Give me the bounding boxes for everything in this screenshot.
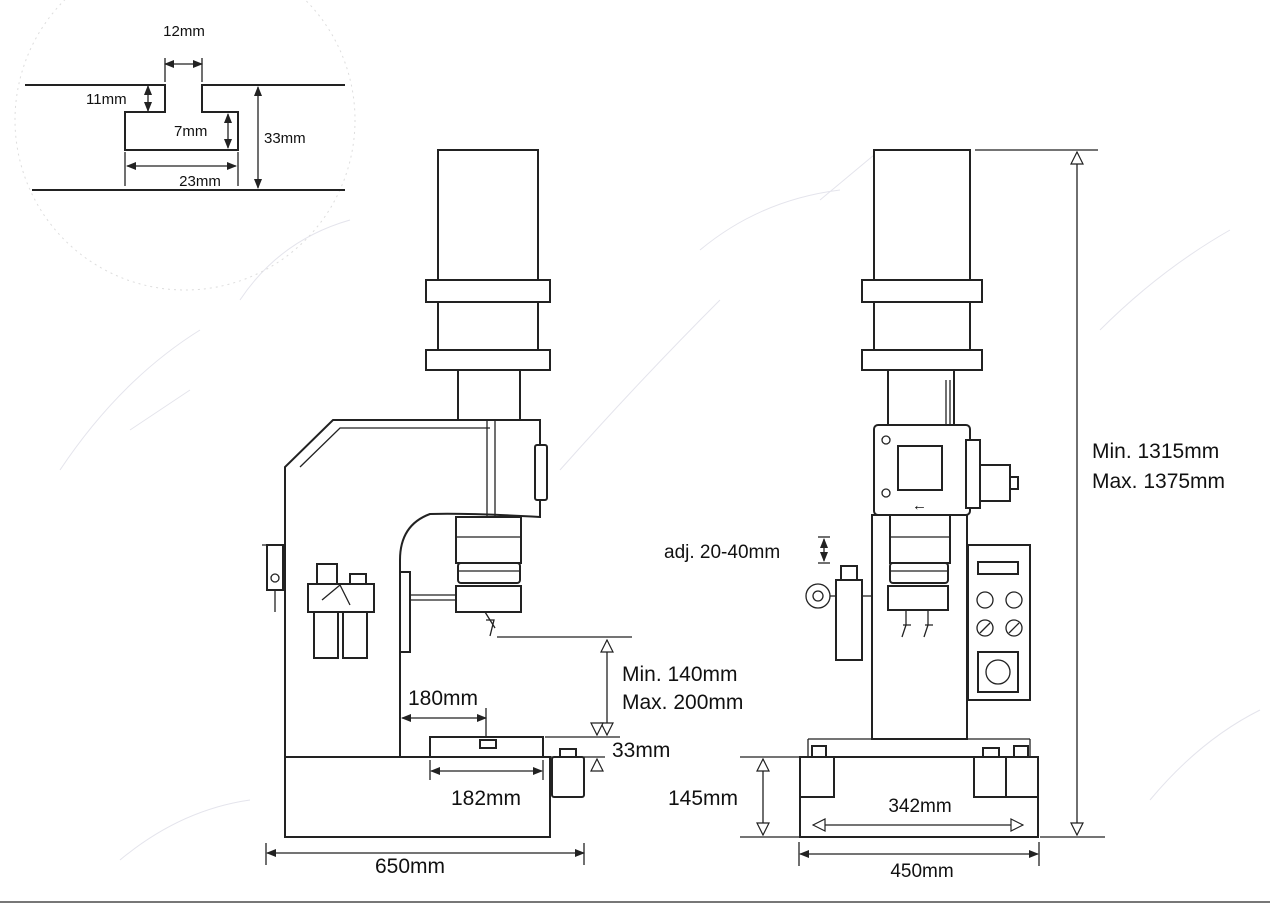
t-slot-detail: 12mm 11mm 7mm 33mm 23mm <box>14 0 356 291</box>
base-height-label: 145mm <box>668 787 738 810</box>
overall-height-max-label: Max. 1375mm <box>1092 470 1225 493</box>
slot-width-bottom-label: 23mm <box>179 173 221 190</box>
throat-depth-label: 180mm <box>408 687 478 710</box>
side-view <box>262 149 585 838</box>
stroke-gap-min-label: Min. 140mm <box>622 663 738 686</box>
stroke-gap-max-label: Max. 200mm <box>622 691 743 714</box>
direction-arrow: ← <box>912 497 927 514</box>
table-height-label: 33mm <box>612 739 670 762</box>
side-overall-width-label: 650mm <box>375 855 445 878</box>
side-view-dimensions: 650mm 180mm 182mm Min. 140mm Max. 200mm … <box>265 636 743 878</box>
slot-depth-top-label: 11mm <box>86 91 127 108</box>
front-view-dimensions: adj. 20-40mm 145mm 342mm 450mm Min. 1315… <box>664 149 1225 882</box>
base-inner-width-label: 342mm <box>888 796 951 817</box>
front-view: ← <box>799 149 1039 838</box>
slot-total-depth-label: 33mm <box>264 130 306 147</box>
slot-width-top-label: 12mm <box>163 23 205 40</box>
adjustment-label: adj. 20-40mm <box>664 542 780 563</box>
front-overall-width-label: 450mm <box>890 861 953 882</box>
watermark <box>59 149 1261 861</box>
table-width-label: 182mm <box>451 787 521 810</box>
slot-depth-inner-label: 7mm <box>174 123 207 140</box>
overall-height-min-label: Min. 1315mm <box>1092 440 1219 463</box>
